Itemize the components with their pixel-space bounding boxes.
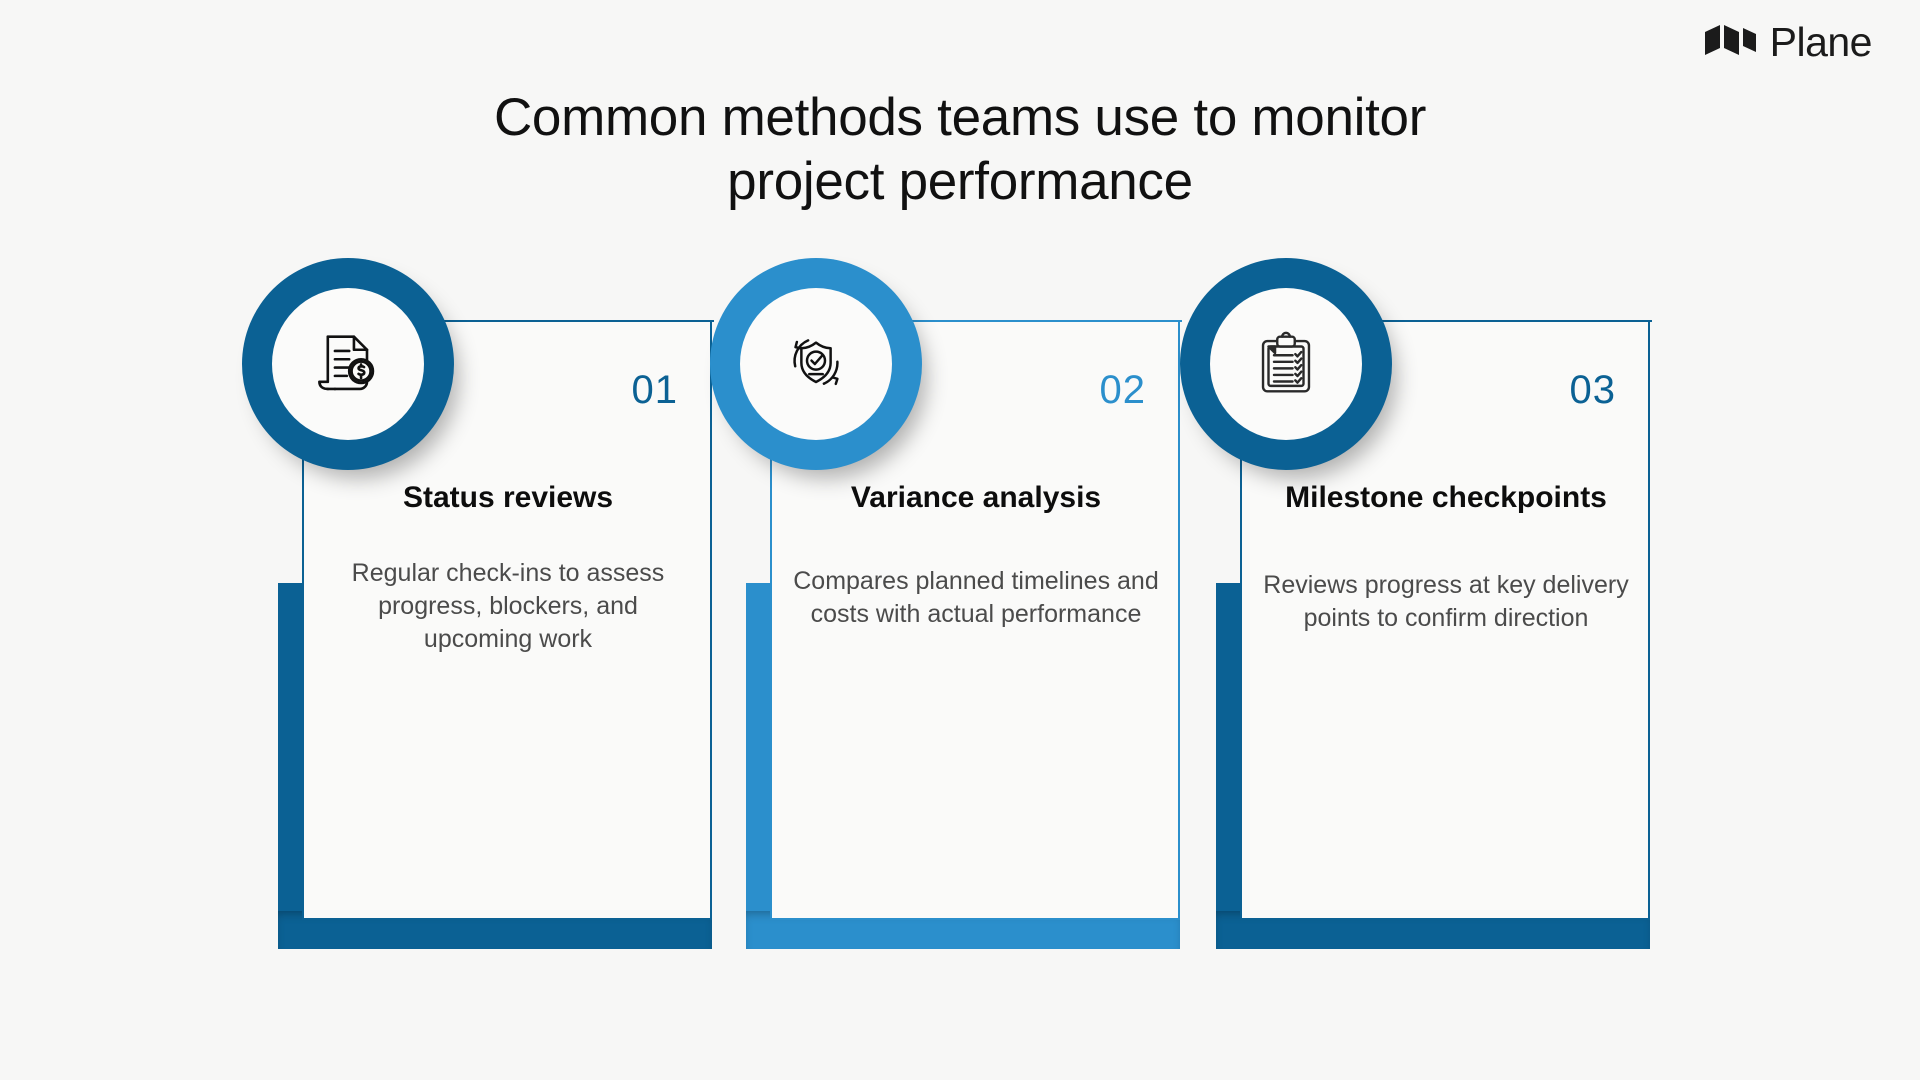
card-number: 01 <box>631 368 678 412</box>
card-icon-circle <box>710 258 922 470</box>
card-frame-top <box>892 320 1182 322</box>
card-slab-left <box>1216 583 1242 949</box>
clipboard-checklist-icon <box>1251 329 1321 399</box>
card-slab-left <box>278 583 304 949</box>
card-icon-circle-inner <box>1210 288 1362 440</box>
page-title: Common methods teams use to monitor proj… <box>0 86 1920 214</box>
brand-logo: Plane <box>1704 19 1873 65</box>
card-frame-top <box>1362 320 1652 322</box>
method-card[interactable]: 01 <box>242 258 720 980</box>
page-title-line-1: Common methods teams use to monitor <box>493 88 1427 147</box>
card-text: Variance analysis Compares planned timel… <box>790 480 1162 631</box>
card-heading: Variance analysis <box>850 481 1102 514</box>
card-body: Compares planned timelines and costs wit… <box>793 566 1159 628</box>
card-frame <box>1240 320 1650 920</box>
card-frame <box>770 320 1180 920</box>
card-icon-circle <box>1180 258 1392 470</box>
card-body: Reviews progress at key delivery points … <box>1263 570 1629 632</box>
plane-logo-icon <box>1704 22 1758 63</box>
card-text: Milestone checkpoints Reviews progress a… <box>1260 480 1632 635</box>
method-card-list: 01 <box>0 258 1920 980</box>
card-slab-left <box>746 583 772 949</box>
card-frame <box>302 320 712 920</box>
card-frame-top <box>424 320 714 322</box>
method-card[interactable]: 03 <box>1180 258 1658 980</box>
brand-name: Plane <box>1769 19 1873 65</box>
shield-check-refresh-icon <box>780 328 852 400</box>
card-body: Regular check-ins to assess progress, bl… <box>351 558 665 654</box>
card-icon-circle-inner <box>740 288 892 440</box>
card-icon-circle <box>242 258 454 470</box>
method-card[interactable]: 02 Variance analysi <box>710 258 1188 980</box>
card-text: Status reviews Regular check-ins to asse… <box>322 480 694 656</box>
page-title-line-2: project performance <box>727 152 1193 212</box>
card-icon-circle-inner <box>272 288 424 440</box>
card-number: 03 <box>1569 368 1616 412</box>
document-dollar-icon <box>310 326 386 402</box>
card-number: 02 <box>1099 368 1146 412</box>
card-heading: Milestone checkpoints <box>1285 481 1607 514</box>
card-heading: Status reviews <box>402 481 614 514</box>
